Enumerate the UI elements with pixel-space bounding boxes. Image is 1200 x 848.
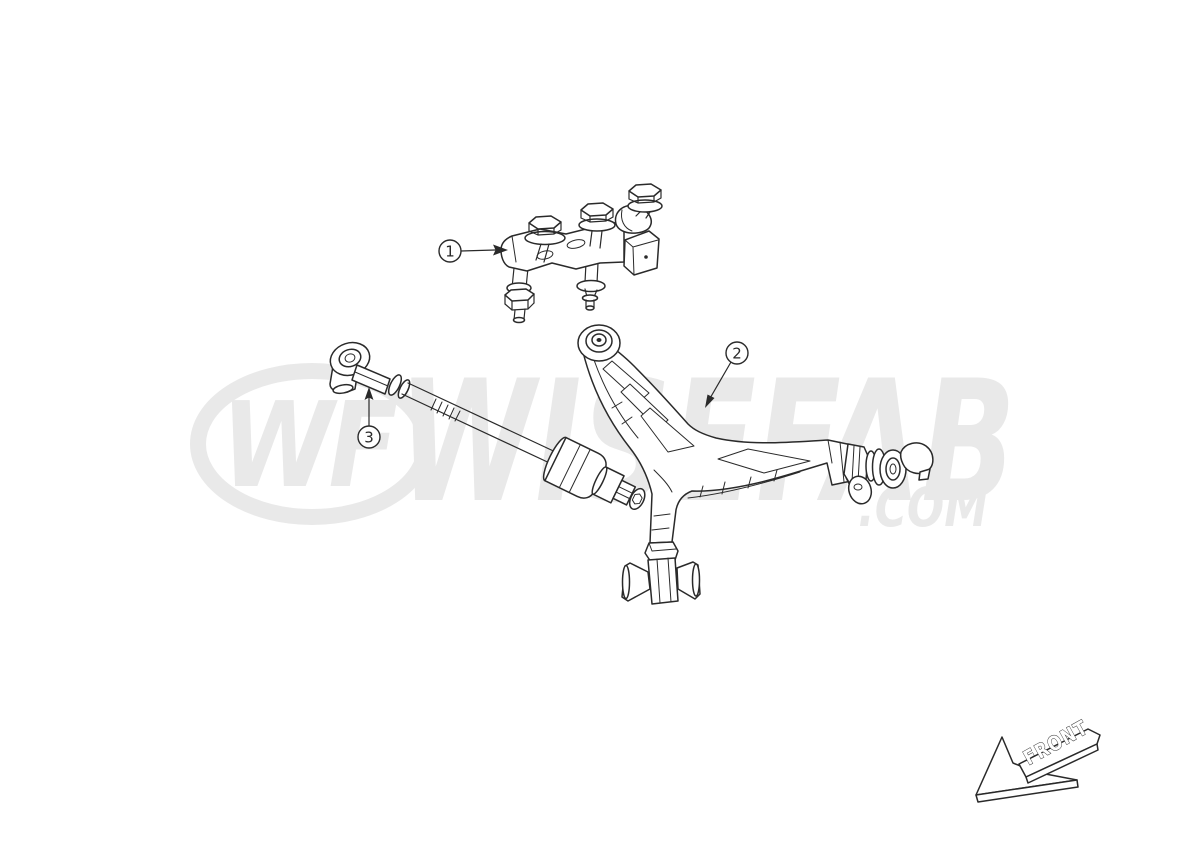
callout-1-circle [438,239,462,263]
callout-3-number: 3 [364,429,374,447]
mount-bracket [623,230,660,276]
callout-3-arrowhead [364,387,374,400]
inner-joint-barrel [542,436,646,511]
callout-2-arrowhead [705,394,715,408]
top-bushing [577,324,621,362]
outer-ball-joint [843,442,934,505]
bolt-middle [578,202,616,249]
callout-2-circle [725,341,749,365]
adjuster-hex [351,364,411,399]
lightening-slots [602,360,811,474]
callout-2-leader [708,361,732,401]
part-1-ball-joint-plate [500,183,663,324]
bolt-right [627,183,663,219]
callout-1-arrowhead [493,244,508,256]
watermark-tld: .COM [858,476,988,539]
watermark-ring [190,363,434,525]
bolt-left [524,215,566,263]
arm-detail-lines [593,359,845,531]
front-arrow-bar-side [1025,743,1099,784]
part-3-tie-rod [329,341,646,511]
callout-2: 2 [705,341,749,408]
arm-body [582,349,857,544]
tie-rod-shaft [401,382,563,467]
part-2-lower-control-arm [577,324,934,605]
callout-1-number: 1 [445,243,455,261]
front-arrow-head-side [975,779,1079,803]
callout-2-number: 2 [732,345,742,363]
ball-stud-middle [576,262,606,311]
callout-3: 3 [357,387,381,449]
bottom-bushing-mount [621,541,701,605]
callout-1: 1 [438,239,508,263]
ball-stud-left [504,267,535,324]
callout-3-circle [357,425,381,449]
front-arrow: FRONT [975,715,1101,803]
front-arrow-bar-top [1018,728,1101,778]
callout-1-leader [460,249,496,252]
